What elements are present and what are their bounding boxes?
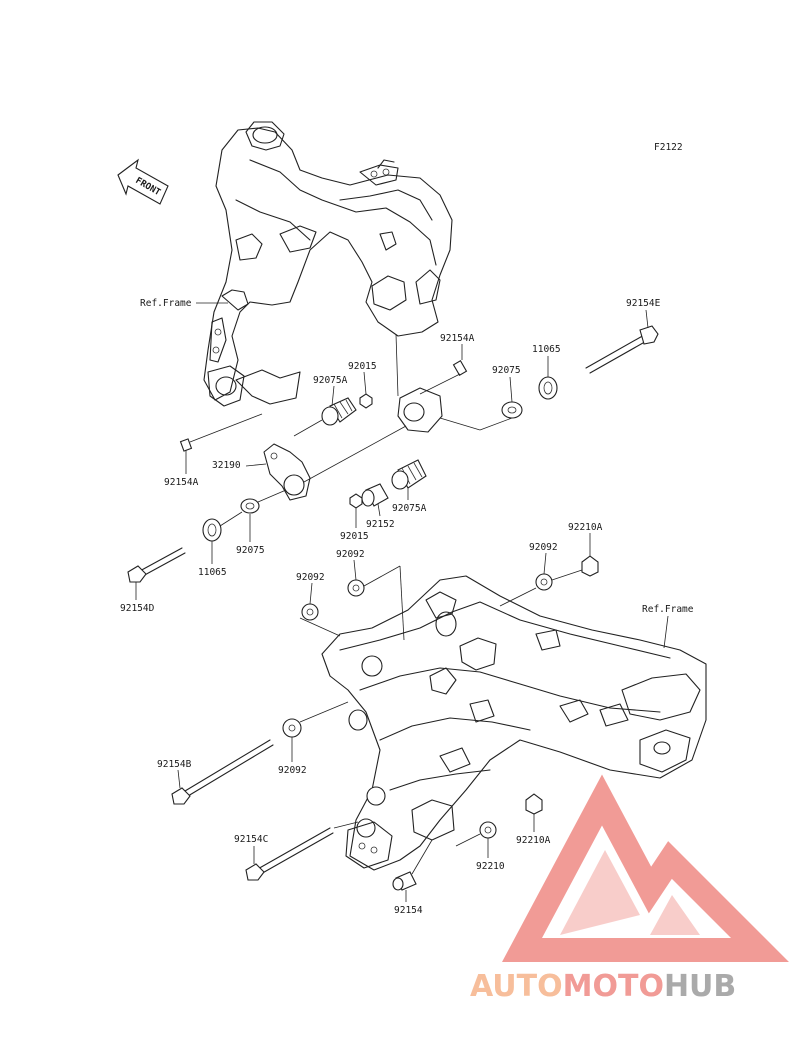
- collar-92210: [479, 821, 497, 839]
- spacer-92092-b: [301, 603, 319, 621]
- label-92075-right: 92075: [492, 365, 521, 376]
- washer-11065-left: [202, 518, 222, 542]
- logo-text-moto: MOTO: [563, 969, 664, 1004]
- label-11065-left: 11065: [198, 567, 227, 578]
- rubber-92075A-mid: [391, 459, 427, 490]
- front-arrow-icon: FRONT: [117, 158, 169, 205]
- label-92092-d: 92092: [278, 765, 307, 776]
- label-92154E: 92154E: [626, 298, 661, 309]
- bolt-92154: [392, 871, 417, 891]
- label-32190: 32190: [212, 460, 241, 471]
- label-92154: 92154: [394, 905, 423, 916]
- bolt-92154A-top: [419, 360, 468, 395]
- label-92154D: 92154D: [120, 603, 155, 614]
- bolt-92154B: [171, 739, 274, 805]
- label-92154B: 92154B: [157, 759, 192, 770]
- rubber-92075A-top: [321, 397, 357, 426]
- label-92210: 92210: [476, 861, 505, 872]
- label-92075-left: 92075: [236, 545, 265, 556]
- bolt-92154A-left: [179, 413, 263, 452]
- label-92075A-top: 92075A: [313, 375, 348, 386]
- spacer-92075-right: [501, 401, 523, 419]
- collar-92152: [361, 483, 389, 507]
- logo-text-hub: HUB: [664, 969, 736, 1004]
- logo-text-auto: AUTO: [470, 969, 563, 1004]
- label-92210A-bottom: 92210A: [516, 835, 551, 846]
- upper-frame: [203, 121, 453, 407]
- label-11065-right: 11065: [532, 344, 561, 355]
- spacer-92075-left: [240, 498, 260, 514]
- spacer-92092-c: [535, 573, 553, 591]
- nut-92210A-bottom: [525, 793, 543, 815]
- bolt-92154C: [245, 827, 334, 881]
- bolt-92154D: [127, 547, 186, 583]
- spacer-92092-d: [282, 718, 302, 738]
- label-92075A-mid: 92075A: [392, 503, 427, 514]
- nut-92210A-top: [581, 555, 599, 577]
- label-92210A-top: 92210A: [568, 522, 603, 533]
- label-92092-b: 92092: [296, 572, 325, 583]
- ref-frame-label-bottom: Ref.Frame: [642, 604, 694, 615]
- ref-frame-label-top: Ref.Frame: [140, 298, 192, 309]
- label-92092-a: 92092: [336, 549, 365, 560]
- label-92154A-top: 92154A: [440, 333, 475, 344]
- label-92152: 92152: [366, 519, 395, 530]
- label-92092-c: 92092: [529, 542, 558, 553]
- nut-92015-top: [359, 393, 373, 409]
- svg-text:AUTOMOTOHUB: AUTOMOTOHUB: [470, 969, 736, 1004]
- label-92154A-left: 92154A: [164, 477, 199, 488]
- bolt-92154E: [585, 325, 659, 374]
- automotohub-logo: AUTOMOTOHUB: [470, 774, 789, 1004]
- washer-11065-right: [538, 376, 558, 400]
- label-92154C: 92154C: [234, 834, 268, 845]
- spacer-92092-a: [347, 579, 365, 597]
- label-92015-mid: 92015: [340, 531, 369, 542]
- bracket-32190: [263, 425, 407, 501]
- lower-frame: [321, 575, 707, 871]
- label-92015-top: 92015: [348, 361, 377, 372]
- engine-mount-bracket-right: [397, 387, 513, 433]
- nut-92015-mid: [349, 493, 363, 509]
- figure-code: F2122: [654, 142, 683, 153]
